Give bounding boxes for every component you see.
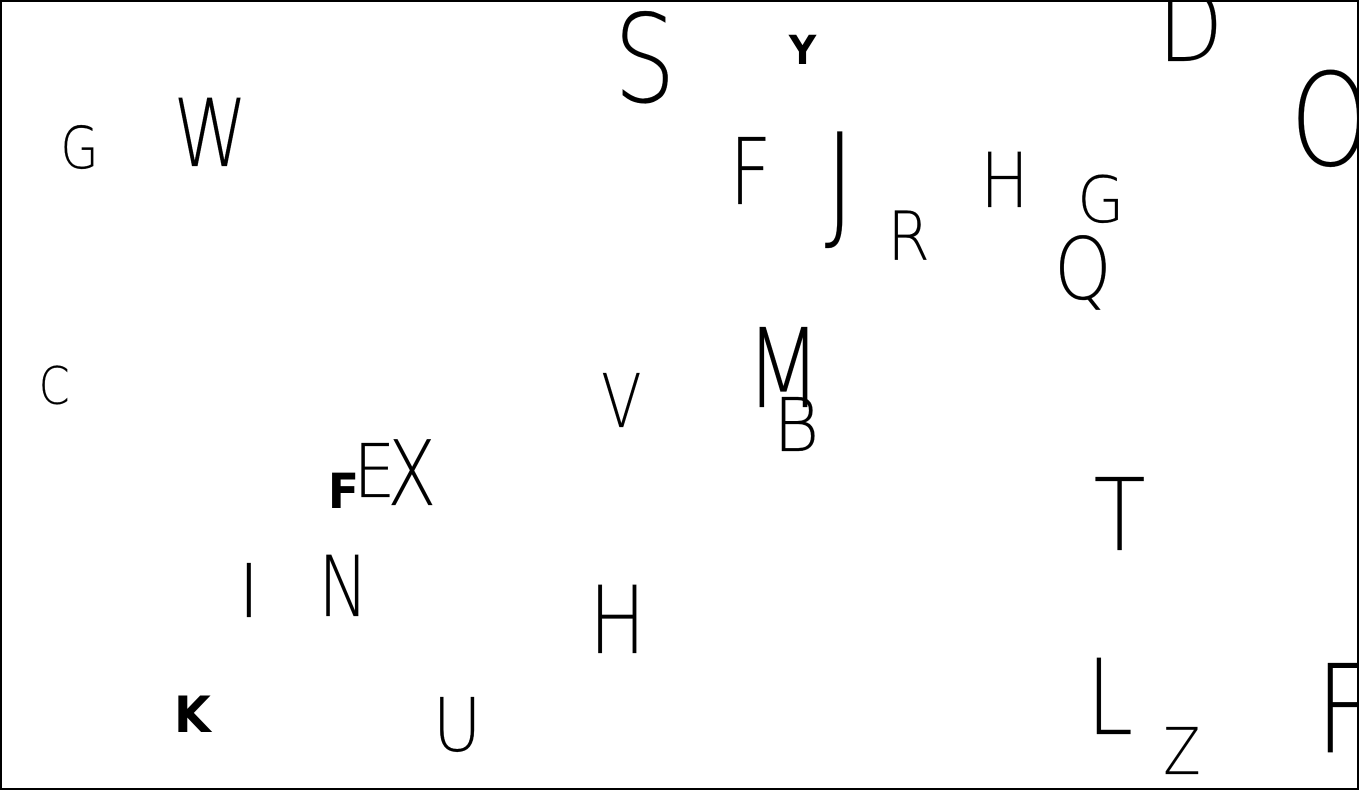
letter-q: Q [1054,220,1112,320]
letter-t: T [1093,457,1146,574]
letter-o: O [1289,57,1357,186]
letter-g: G [1077,164,1125,238]
letter-f: F [1316,649,1357,771]
letter-h: H [979,136,1029,225]
letter-b: B [773,383,820,469]
letter-z: Z [1163,716,1201,790]
letter-u: U [432,683,482,769]
letter-i: I [238,549,260,635]
letter-j: J [824,107,855,256]
letter-l: L [1086,637,1134,759]
letter-y: Y [788,28,816,74]
letter-m: M [744,305,821,433]
letter-g: G [59,114,99,182]
letter-d: D [1157,0,1223,85]
letter-h: H [588,567,646,676]
letter-e: E [352,429,395,515]
letter-n: N [317,538,369,636]
letter-v: V [600,359,642,445]
letter-k: K [173,686,211,744]
letter-c: C [38,357,70,417]
letter-w: W [172,80,248,189]
letter-s: S [613,0,676,131]
letter-r: R [886,198,930,277]
letter-x: X [387,422,437,527]
letter-f: F [728,119,772,226]
letter-f: F [327,464,359,520]
